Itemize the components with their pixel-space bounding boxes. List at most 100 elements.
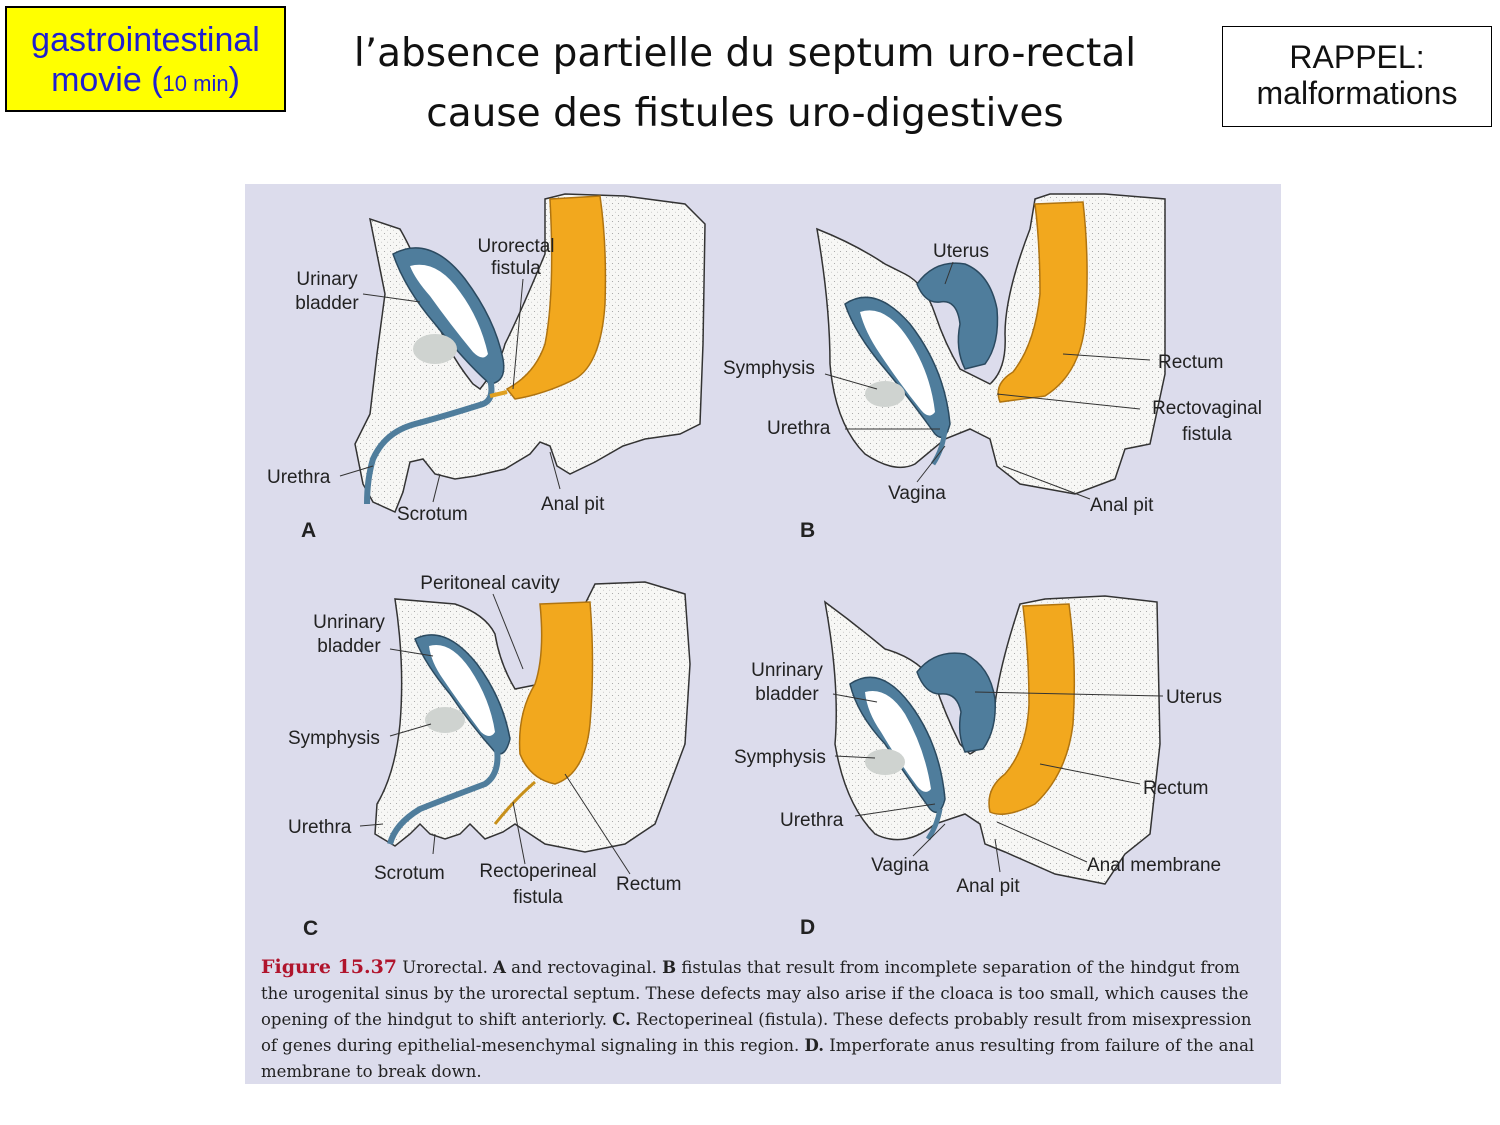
- panel-b-symphysis: [865, 381, 905, 407]
- d-symphysis-label: Symphysis: [734, 747, 826, 768]
- d-bladder-label-2: bladder: [755, 684, 819, 705]
- c-symphysis-label: Symphysis: [288, 728, 380, 749]
- panel-a-symphysis: [413, 334, 457, 364]
- d-analpit-label: Anal pit: [956, 876, 1020, 897]
- leader-a-urethra: [339, 465, 374, 477]
- panel-d-urethra: [925, 808, 943, 841]
- leader-a-bladder: [362, 293, 421, 303]
- leader-lines: [339, 261, 1164, 875]
- panel-b-uterus: [916, 262, 999, 370]
- tag-line2-prefix: movie (: [51, 61, 163, 99]
- d-rectum-label: Rectum: [1143, 778, 1208, 799]
- b-uterus-label: Uterus: [933, 241, 989, 262]
- c-rectoperineal-label-1: Rectoperineal: [479, 861, 596, 882]
- panel-c-rectum: [518, 601, 594, 785]
- panel-a-letter: A: [301, 519, 316, 542]
- panel-b-urethra: [930, 428, 948, 466]
- figure-panel: Urorectal fistula Urinary bladder Urethr…: [245, 184, 1281, 1084]
- leader-b-uterus: [944, 261, 954, 285]
- caption-text-2: and rectovaginal.: [505, 958, 663, 977]
- panel-d-body: [823, 595, 1161, 885]
- leader-c-rectoperineal: [512, 801, 526, 865]
- leader-b-rectovaginal: [996, 393, 1141, 410]
- leader-d-urethra: [854, 803, 936, 817]
- leader-c-rectum: [564, 773, 631, 875]
- panel-b-letter: B: [800, 519, 815, 542]
- panel-a-fistula: [489, 390, 508, 398]
- d-urethra-label: Urethra: [780, 810, 844, 831]
- d-vagina-label: Vagina: [871, 855, 929, 876]
- panel-a-urethra: [364, 378, 495, 505]
- tag-duration: 10 min: [162, 71, 229, 96]
- caption-text-1: Urorectal.: [397, 958, 494, 977]
- caption-bold-a: A: [493, 958, 506, 977]
- panel-a-drawing: [354, 193, 706, 514]
- b-rectovaginal-label-2: fistula: [1182, 424, 1232, 445]
- panel-a-bladder-lumen: [410, 264, 488, 358]
- panel-d-rectum: [988, 603, 1076, 815]
- a-urethra-label: Urethra: [267, 467, 331, 488]
- panel-d-bladder-lumen: [865, 690, 931, 792]
- a-urorectal-label-2: fistula: [491, 258, 541, 279]
- c-bladder-label-2: bladder: [317, 636, 381, 657]
- figure-caption: Figure 15.37 Urorectal. A and rectovagin…: [261, 954, 1271, 1085]
- panel-d-symphysis: [865, 749, 905, 775]
- figure-illustration: Urorectal fistula Urinary bladder Urethr…: [267, 193, 1262, 940]
- tag-line2: movie (10 min): [7, 60, 284, 104]
- c-peritoneal-label: Peritoneal cavity: [420, 573, 560, 594]
- tag-line2-suffix: ): [228, 61, 240, 99]
- b-urethra-label: Urethra: [767, 418, 831, 439]
- caption-figure-number: Figure 15.37: [261, 956, 398, 978]
- leader-a-fistula: [512, 278, 524, 390]
- c-rectoperineal-label-2: fistula: [513, 887, 563, 908]
- leader-d-rectum: [1039, 763, 1141, 785]
- leader-d-vagina: [912, 823, 946, 857]
- c-bladder-label-1: Unrinary: [313, 612, 385, 633]
- b-rectovaginal-label-1: Rectovaginal: [1152, 398, 1262, 419]
- panel-b-drawing: [816, 193, 1166, 495]
- leader-c-peritoneal: [492, 593, 524, 670]
- c-urethra-label: Urethra: [288, 817, 352, 838]
- leader-c-urethra: [359, 823, 384, 827]
- a-bladder-label-1: Urinary: [296, 269, 358, 290]
- panel-d-letter: D: [800, 916, 815, 939]
- leader-b-rectum: [1062, 353, 1151, 361]
- panel-b-bladder-lumen: [860, 310, 935, 416]
- caption-bold-c: C.: [612, 1010, 631, 1029]
- caption-text-4: Rectoperineal (fistula). These defects p…: [261, 1010, 1252, 1055]
- rappel-box: RAPPEL: malformations: [1222, 26, 1492, 127]
- caption-text-5: Imperforate anus resulting from failure …: [261, 1036, 1255, 1081]
- panel-a-rectum: [505, 195, 607, 400]
- leader-a-analpit: [549, 451, 561, 490]
- leader-c-bladder: [389, 648, 434, 657]
- leader-a-scrotum: [432, 473, 441, 503]
- c-scrotum-label: Scrotum: [374, 863, 445, 884]
- a-bladder-label-2: bladder: [295, 293, 359, 314]
- leader-c-symphysis: [389, 723, 432, 737]
- slide-title: l’absence partielle du septum uro-rectal…: [300, 24, 1190, 144]
- b-symphysis-label: Symphysis: [723, 358, 815, 379]
- d-uterus-label: Uterus: [1166, 687, 1222, 708]
- panel-c-letter: C: [303, 917, 318, 940]
- rappel-line1: RAPPEL:: [1289, 39, 1425, 75]
- leader-d-analpit: [994, 838, 1001, 873]
- caption-bold-d: D.: [804, 1036, 825, 1055]
- caption-bold-b: B: [662, 958, 677, 977]
- panel-d-drawing: [823, 595, 1161, 885]
- rappel-line2: malformations: [1256, 75, 1458, 111]
- c-rectum-label: Rectum: [616, 874, 681, 895]
- panel-b-rectum: [997, 201, 1088, 403]
- panel-d-uterus: [916, 652, 996, 753]
- leader-d-symphysis: [834, 755, 876, 759]
- d-bladder-label-1: Unrinary: [751, 660, 823, 681]
- panel-c-symphysis: [425, 707, 465, 733]
- panel-c-drawing: [374, 581, 691, 853]
- panel-c-urethra: [387, 748, 501, 845]
- panel-c-fistula: [493, 780, 536, 825]
- a-scrotum-label: Scrotum: [397, 504, 468, 525]
- d-analmembrane-label: Anal membrane: [1087, 855, 1221, 876]
- movie-tag: gastrointestinal movie (10 min): [5, 6, 286, 112]
- leader-c-scrotum: [432, 833, 436, 855]
- title-line2: cause des fistules uro-digestives: [426, 91, 1064, 136]
- a-analpit-label: Anal pit: [541, 494, 605, 515]
